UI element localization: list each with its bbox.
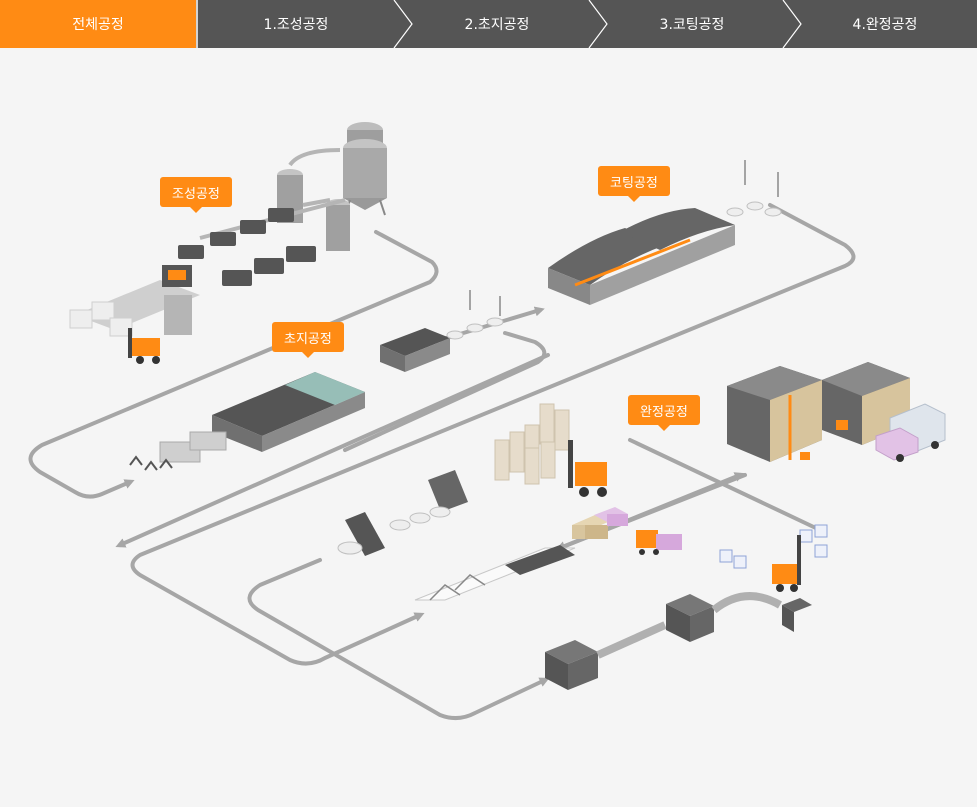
active-tab-highlight xyxy=(0,0,196,48)
tab-bar-background xyxy=(0,0,977,48)
tab-label: 2.초지공정 xyxy=(464,17,530,33)
forklift-icon xyxy=(568,440,607,497)
process-tab-bar: 전체공정 1.조성공정 2.초지공정 3.코팅공정 4.완정공정 xyxy=(0,0,977,48)
pallet-boxes xyxy=(572,507,682,555)
flow-lines xyxy=(28,203,856,720)
callout-label: 초지공정 xyxy=(284,331,332,347)
callout-label: 완정공정 xyxy=(640,404,688,420)
forklift-icon xyxy=(128,328,160,364)
process-illustration: 조성공정 초지공정 코팅공정 완정공정 xyxy=(0,48,977,807)
tab-label: 1.조성공정 xyxy=(263,17,329,33)
coating-process-equipment xyxy=(548,160,782,305)
callout-composition[interactable]: 조성공정 xyxy=(160,177,232,213)
winder-equipment xyxy=(337,470,576,601)
papermaking-process-equipment xyxy=(129,290,504,471)
paper-roll-storage xyxy=(494,403,607,497)
callout-label: 조성공정 xyxy=(172,186,220,202)
callout-label: 코팅공정 xyxy=(610,175,658,191)
tab-all-process[interactable]: 전체공정 xyxy=(0,0,196,48)
forklift-icon xyxy=(636,530,682,555)
tab-composition[interactable]: 1.조성공정 xyxy=(198,0,394,48)
flow-line-coating-to-rewinder xyxy=(130,203,856,666)
callout-coating[interactable]: 코팅공정 xyxy=(598,166,670,202)
tab-papermaking[interactable]: 2.초지공정 xyxy=(404,0,590,48)
flow-line-papermaking-return xyxy=(343,331,547,452)
callout-finishing[interactable]: 완정공정 xyxy=(628,395,700,431)
flow-line-composition-to-papermaking xyxy=(28,230,439,499)
tab-finishing[interactable]: 4.완정공정 xyxy=(793,0,977,48)
tab-coating[interactable]: 3.코팅공정 xyxy=(599,0,785,48)
warehouse-building xyxy=(727,362,946,462)
flow-line-to-packing xyxy=(247,558,550,720)
packing-line-equipment xyxy=(545,524,828,690)
composition-process-equipment xyxy=(69,122,387,364)
tab-separator-chevron xyxy=(782,0,802,48)
process-flow-diagram xyxy=(28,122,946,720)
forklift-icon xyxy=(800,420,848,460)
tab-separator-chevron xyxy=(393,0,413,48)
forklift-icon xyxy=(772,535,801,592)
callout-papermaking[interactable]: 초지공정 xyxy=(272,322,344,358)
tab-label: 4.완정공정 xyxy=(852,17,918,33)
delivery-truck-icon xyxy=(875,403,946,462)
tab-separator-chevron xyxy=(588,0,608,48)
tab-label: 전체공정 xyxy=(72,17,124,33)
flow-line-to-winding xyxy=(115,353,550,548)
tab-label: 3.코팅공정 xyxy=(659,17,725,33)
